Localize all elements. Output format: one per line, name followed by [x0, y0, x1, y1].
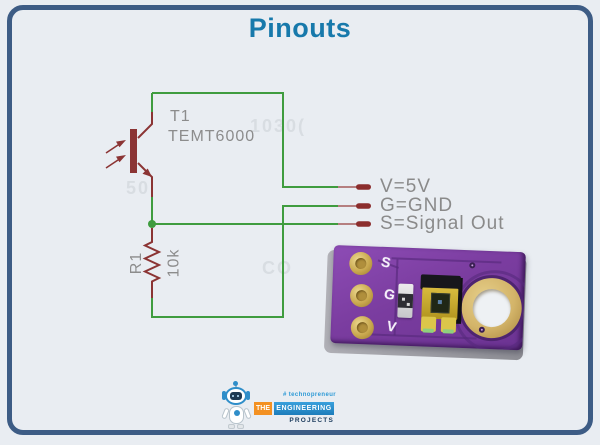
pad-hole — [355, 289, 368, 302]
logo-tagline: # technopreneur — [282, 392, 336, 398]
transistor-value: TEMT6000 — [168, 128, 256, 145]
pin-pad-s — [356, 221, 371, 227]
smd-marking-dot — [401, 297, 406, 301]
transistor-base-bar — [130, 129, 137, 173]
pin-pad-v — [356, 184, 371, 190]
outer-frame — [7, 5, 593, 435]
smd-marking-dot — [406, 302, 410, 306]
pcb-trace — [356, 332, 477, 340]
silk-label-s: S — [379, 253, 393, 271]
logo-the-box: THE — [254, 402, 272, 415]
pin-label-v: V=5V — [380, 176, 432, 197]
sensor-leg-tip — [422, 328, 434, 333]
pad-hole — [355, 257, 367, 270]
smd-resistor-core — [397, 293, 414, 309]
pcb-trace — [391, 257, 502, 264]
emitter-arrowhead — [142, 168, 152, 177]
wire-vcc — [152, 92, 338, 188]
board-face: S G V — [330, 245, 526, 351]
silk-label-v: V — [385, 317, 398, 336]
transistor-collector-lead — [137, 112, 153, 139]
robot-mascot-icon — [218, 381, 254, 433]
light-arrowhead-icon — [116, 140, 126, 148]
logo-engineering-box: ENGINEERING — [274, 402, 334, 415]
junction-dot — [148, 220, 156, 228]
watermark-text: 50 — [126, 178, 151, 198]
via — [469, 262, 476, 269]
pad-v — [350, 315, 375, 340]
temt6000-module-photo: S G V — [323, 245, 527, 361]
pad-g — [349, 283, 374, 308]
light-arrowhead-icon — [116, 155, 126, 163]
wire-gnd — [151, 205, 338, 318]
sensor-die-window — [437, 300, 442, 305]
page-title: Pinouts — [248, 13, 352, 43]
resistor-ref: R1 — [128, 251, 146, 275]
sensor-leg-tip — [442, 329, 454, 334]
resistor-value: 10k — [165, 248, 183, 278]
brand-logo: # technopreneur THE ENGINEERING PROJECTS — [218, 381, 338, 433]
pad-hole — [356, 321, 369, 334]
resistor-symbol — [142, 228, 162, 298]
transistor-emitter-lead — [137, 162, 153, 197]
pin-pad-g — [356, 203, 371, 209]
pad-s — [348, 251, 373, 276]
pin-label-s: S=Signal Out — [380, 213, 505, 234]
transistor-ref: T1 — [170, 108, 191, 125]
logo-projects-text: PROJECTS — [289, 417, 334, 424]
watermark-text: 1030( — [250, 116, 307, 136]
pin-label-g: G=GND — [380, 195, 454, 216]
